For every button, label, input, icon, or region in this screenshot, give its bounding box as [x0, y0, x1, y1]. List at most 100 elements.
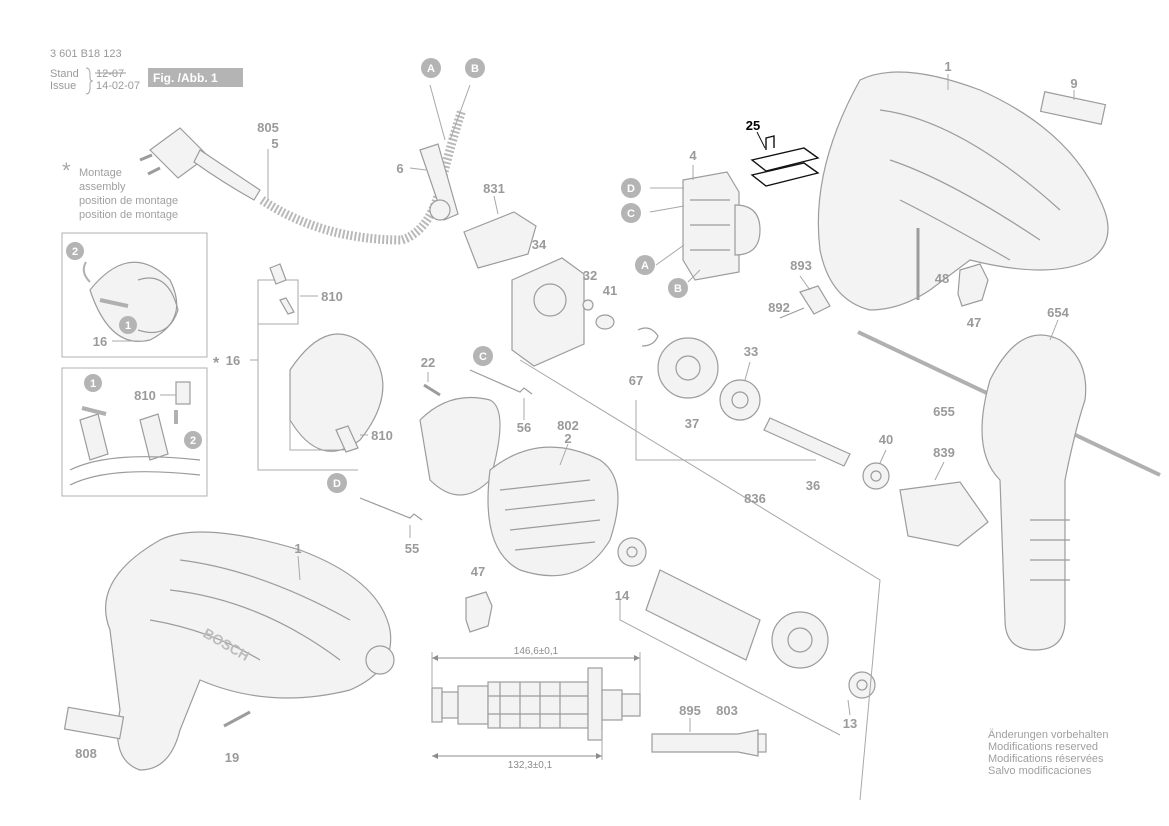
star-icon: *	[213, 355, 220, 372]
handle-grip-ribs	[1030, 519, 1070, 581]
armature-core	[487, 681, 589, 729]
clip-47	[957, 263, 989, 307]
switch-assembly	[463, 131, 820, 367]
part-label: 831	[483, 181, 505, 196]
part-label: 16	[226, 353, 240, 368]
part-label: 41	[603, 283, 617, 298]
brush-plate-fan	[533, 283, 567, 317]
brush-plate	[511, 257, 585, 367]
part-label: 655	[933, 404, 955, 419]
part-label: 22	[421, 355, 435, 370]
part-label: 836	[744, 491, 766, 506]
gear-37	[657, 337, 719, 399]
detail-box-2	[61, 367, 208, 497]
part-label: 810	[134, 388, 156, 403]
field-frame	[419, 396, 501, 496]
legend-line-1: Montage	[79, 167, 122, 179]
switch-slider-tab	[765, 135, 775, 150]
callout-b-switch-text: B	[674, 283, 682, 295]
drill-body-ribs	[149, 559, 351, 661]
part-label: 808	[75, 746, 97, 761]
part-label: 6	[396, 161, 403, 176]
screw-19	[223, 710, 251, 728]
part-label: 654	[1047, 305, 1069, 320]
part-label: 895	[679, 703, 701, 718]
stator-2	[487, 446, 619, 577]
part-label: 802	[557, 418, 579, 433]
issue-date: 14-02-07	[96, 80, 140, 92]
brush-810-detail	[175, 381, 191, 405]
circlip-67	[637, 327, 659, 347]
leader-line	[756, 131, 766, 149]
part-label: 810	[321, 289, 343, 304]
leader-line	[744, 361, 751, 381]
motor-group	[487, 359, 881, 801]
step-2-box2	[184, 431, 202, 449]
connector-56	[469, 369, 533, 395]
part-label: 40	[879, 432, 893, 447]
assembly-legend: * Montage assembly position de montage p…	[62, 158, 178, 221]
part-label: 48	[935, 271, 949, 286]
step-1-box2	[84, 374, 102, 392]
step-1-box1-text: 1	[125, 320, 131, 332]
connector-55	[359, 497, 423, 521]
spindle-36	[763, 417, 851, 467]
bracket-802	[519, 359, 881, 801]
armature-dimension-drawing: 146,6±0,1 132,3±0,1	[431, 646, 641, 771]
label-808	[63, 706, 125, 740]
step-1-box2-text: 1	[90, 378, 96, 390]
brush-holder-detail	[89, 261, 178, 342]
cord-guard	[419, 143, 459, 221]
leader-line	[1049, 319, 1059, 341]
leader-line	[879, 449, 887, 464]
housing-ribs	[879, 109, 1061, 261]
part-label: 67	[629, 373, 643, 388]
callout-c-connector	[473, 346, 493, 366]
drill-chuck-nose	[365, 645, 395, 675]
grease-tube-cap	[757, 733, 767, 753]
callout-d-switch-text: D	[627, 183, 635, 195]
callout-circles: A B D C A B C D 2 1 1 2	[66, 58, 688, 493]
cord-grommet	[429, 199, 451, 221]
armature-bearing	[601, 689, 623, 721]
note-line-4: Salvo modificaciones	[988, 765, 1092, 777]
step-2-box2-text: 2	[190, 435, 196, 447]
callout-b-switch	[668, 278, 688, 298]
aux-handle-group	[857, 319, 1161, 651]
dimension-top-value: 146,6±0,1	[514, 646, 559, 657]
part-label: 1	[944, 59, 951, 74]
washer-40	[862, 462, 890, 490]
step-1-box1	[119, 316, 137, 334]
bracket-803	[619, 600, 841, 736]
brush-810a	[269, 263, 287, 285]
dimension-bottom-value: 132,3±0,1	[508, 760, 553, 771]
note-line-1: Änderungen vorbehalten	[988, 729, 1108, 741]
callout-a-top	[421, 58, 441, 78]
screw-892	[779, 307, 805, 319]
brace-icon	[85, 67, 94, 95]
leader-line	[799, 275, 811, 291]
gear-bushing	[595, 314, 615, 330]
legend-line-4: position de montage	[79, 209, 178, 221]
part-label: 5	[271, 136, 278, 151]
callout-d-connector-text: D	[333, 478, 341, 490]
bearing-14-inner	[626, 546, 638, 558]
callout-c-switch-text: C	[627, 208, 635, 220]
figure-label: Fig. /Abb. 1	[153, 71, 218, 85]
part-label: 805	[257, 120, 279, 135]
drill-body-outline	[105, 531, 392, 771]
part-label: 32	[583, 268, 597, 283]
leader-line	[297, 555, 301, 581]
part-label: 893	[790, 258, 812, 273]
callout-c-switch	[621, 203, 641, 223]
fan-802	[771, 611, 829, 669]
leader-line	[934, 461, 945, 481]
switch-cover	[463, 211, 537, 269]
part-label: 13	[843, 716, 857, 731]
part-label: 839	[933, 445, 955, 460]
wire-b	[449, 84, 471, 141]
armature-pinion	[621, 693, 641, 717]
gear-hub	[675, 355, 701, 381]
part-label: 892	[768, 300, 790, 315]
switch-ribs	[690, 199, 730, 251]
